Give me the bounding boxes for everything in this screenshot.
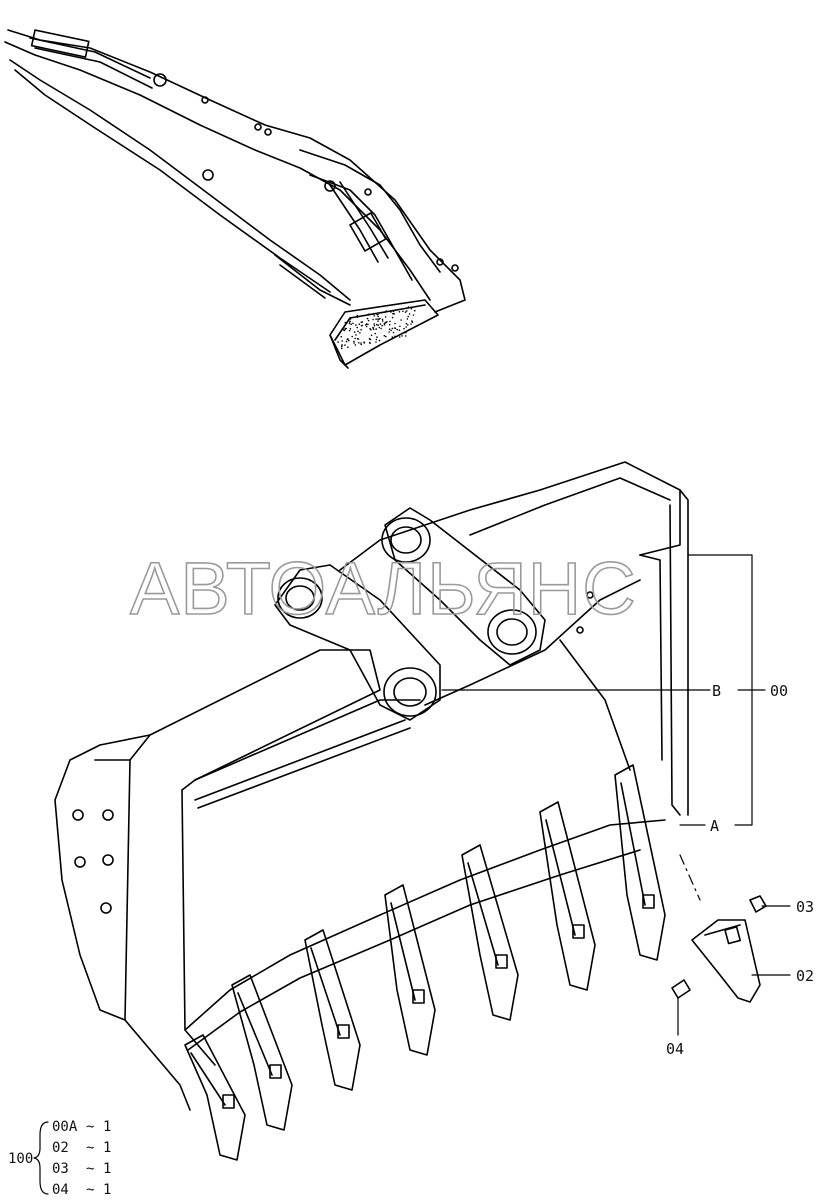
bill-of-materials: 100 00A 02 03 04 ~ ~ ~ ~ 1 1 1 1 xyxy=(8,1119,111,1198)
bucket-teeth xyxy=(184,764,666,1161)
callout-part-00: 00 xyxy=(770,682,788,700)
bucket-tooth xyxy=(614,764,666,961)
bucket-tooth xyxy=(539,801,596,991)
bom-qty: 1 xyxy=(103,1119,111,1135)
callout-part-04: 04 xyxy=(666,1040,684,1058)
bucket-tooth xyxy=(461,844,519,1021)
bom-tilde: ~ xyxy=(86,1119,94,1135)
callout-part-02: 02 xyxy=(796,967,814,985)
bucket-tooth xyxy=(184,1034,246,1161)
bom-qty: 1 xyxy=(103,1182,111,1198)
callout-part-03: 03 xyxy=(796,898,814,916)
bom-assembly-number: 100 xyxy=(8,1151,33,1167)
bom-tilde: ~ xyxy=(86,1182,94,1198)
bom-tilde: ~ xyxy=(86,1161,94,1177)
exploded-tooth xyxy=(671,895,767,1003)
callout-b: B xyxy=(712,682,721,700)
bom-item: 02 xyxy=(52,1140,69,1156)
bucket-tooth xyxy=(231,974,293,1131)
bom-item: 03 xyxy=(52,1161,69,1177)
bom-qty: 1 xyxy=(103,1161,111,1177)
leader-lines xyxy=(33,554,791,1195)
lock-part xyxy=(671,979,691,999)
bucket-stipple xyxy=(337,306,416,350)
bom-qty: 1 xyxy=(103,1140,111,1156)
bucket-tooth xyxy=(304,929,361,1091)
callout-a: A xyxy=(710,817,719,835)
pin-part xyxy=(749,895,767,913)
bucket-tooth xyxy=(384,884,436,1056)
bom-item: 04 xyxy=(52,1182,69,1198)
watermark: АВТОАЛЬЯНС xyxy=(130,547,637,630)
boom-arm-illustration xyxy=(4,29,466,369)
bom-tilde: ~ xyxy=(86,1140,94,1156)
bom-item: 00A xyxy=(52,1119,78,1135)
